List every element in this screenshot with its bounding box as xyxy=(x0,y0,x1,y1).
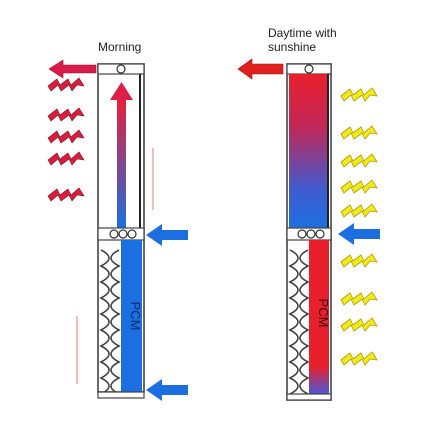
heat-squiggle-icon xyxy=(47,129,85,144)
day-pcm-label: PCM xyxy=(316,299,331,328)
morning-airflow-arrowhead xyxy=(110,82,133,100)
morning-label: Morning xyxy=(98,40,142,54)
morning-bottom-cap xyxy=(97,391,145,399)
sun-ray-icon xyxy=(340,253,378,268)
day-roller-1 xyxy=(297,229,307,239)
day-top-roller xyxy=(304,64,314,74)
morning-roller-2 xyxy=(118,229,128,239)
day-pipe-inner xyxy=(299,249,310,395)
morning-heat-squiggles xyxy=(47,77,85,202)
heat-squiggle-icon xyxy=(47,77,85,92)
morning-warm-air-outlet-arrow xyxy=(48,59,97,79)
day-bottom-cap xyxy=(286,393,332,401)
heat-squiggle-icon xyxy=(47,187,85,202)
morning-pipe-inner xyxy=(110,249,121,395)
morning-inlet-arrow-top xyxy=(146,224,188,246)
day-warm-air-outlet-arrow xyxy=(237,58,284,80)
morning-airflow-shaft xyxy=(117,100,126,228)
day-roller-2 xyxy=(306,229,316,239)
morning-pcm-label: PCM xyxy=(128,302,143,331)
morning-inlet-arrow-bottom xyxy=(146,379,188,401)
sun-ray-icon xyxy=(340,351,378,366)
morning-pcm-column xyxy=(121,240,142,392)
morning-roller-1 xyxy=(109,229,119,239)
day-pcm-column xyxy=(309,240,329,394)
sun-ray-icon xyxy=(340,153,378,168)
sun-ray-icon xyxy=(340,203,378,218)
morning-roller-3 xyxy=(127,229,137,239)
sun-ray-icon xyxy=(340,179,378,194)
morning-panel: PCM xyxy=(47,59,188,401)
day-pipe-outer xyxy=(288,249,299,395)
heat-squiggle-icon xyxy=(47,107,85,122)
daytime-label: Daytime with sunshine xyxy=(268,26,337,54)
day-roller-3 xyxy=(315,229,325,239)
day-sun-squiggles xyxy=(340,87,378,366)
sun-ray-icon xyxy=(340,291,378,306)
day-air-cavity xyxy=(289,74,327,228)
daytime-panel: PCM xyxy=(237,58,380,401)
sun-ray-icon xyxy=(340,87,378,102)
day-inlet-arrow xyxy=(338,223,380,245)
morning-pipe-outer xyxy=(99,249,110,395)
sun-ray-icon xyxy=(340,317,378,332)
heat-squiggle-icon xyxy=(47,151,85,166)
morning-top-roller xyxy=(116,64,126,74)
sun-ray-icon xyxy=(340,125,378,140)
